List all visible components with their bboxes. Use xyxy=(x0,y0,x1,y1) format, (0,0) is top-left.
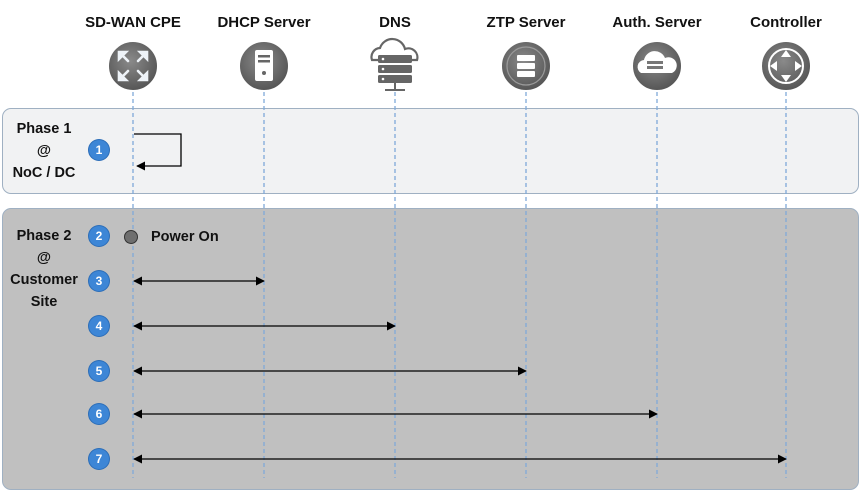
actor-label-dns: DNS xyxy=(379,14,411,31)
step-badge-5: 5 xyxy=(89,361,109,381)
actor-label-sd-wan-cpe: SD-WAN CPE xyxy=(85,14,181,31)
cloud-server-icon xyxy=(370,37,419,91)
step-badge-3: 3 xyxy=(89,271,109,291)
phase-1-at: @ xyxy=(36,143,52,159)
actor-label-ztp-server: ZTP Server xyxy=(486,14,566,31)
phase-1-panel xyxy=(2,108,859,194)
phase-2-panel xyxy=(2,208,859,490)
phase-1-label: Phase 1 @ NoC / DC xyxy=(8,118,80,184)
step-badge-2: 2 xyxy=(89,226,109,246)
actor-label-auth-server: Auth. Server xyxy=(612,14,702,31)
power-on-label: Power On xyxy=(151,229,219,245)
step-badge-7: 7 xyxy=(89,449,109,469)
actor-label-controller: Controller xyxy=(750,14,822,31)
phase-1-location: NoC / DC xyxy=(12,165,76,181)
cloud-storage-icon xyxy=(631,40,683,92)
phase-1-title: Phase 1 xyxy=(16,121,72,137)
controller-arrows-icon xyxy=(760,40,812,92)
step-badge-1: 1 xyxy=(89,140,109,160)
phase-2-at: @ xyxy=(36,250,52,266)
step-1-self-loop-arrow xyxy=(134,133,182,171)
phase-2-location: Customer xyxy=(10,272,78,288)
power-on-dot xyxy=(124,230,138,244)
router-arrows-icon xyxy=(107,40,159,92)
step-badge-4: 4 xyxy=(89,316,109,336)
lifelines xyxy=(132,92,787,478)
phase-2-location-2: Site xyxy=(30,294,58,310)
phase-2-title: Phase 2 xyxy=(16,228,72,244)
server-tower-icon xyxy=(238,40,290,92)
step-badge-6: 6 xyxy=(89,404,109,424)
server-stack-icon xyxy=(500,40,552,92)
actor-label-dhcp-server: DHCP Server xyxy=(217,14,311,31)
phase-2-label: Phase 2 @ Customer Site xyxy=(8,225,80,313)
